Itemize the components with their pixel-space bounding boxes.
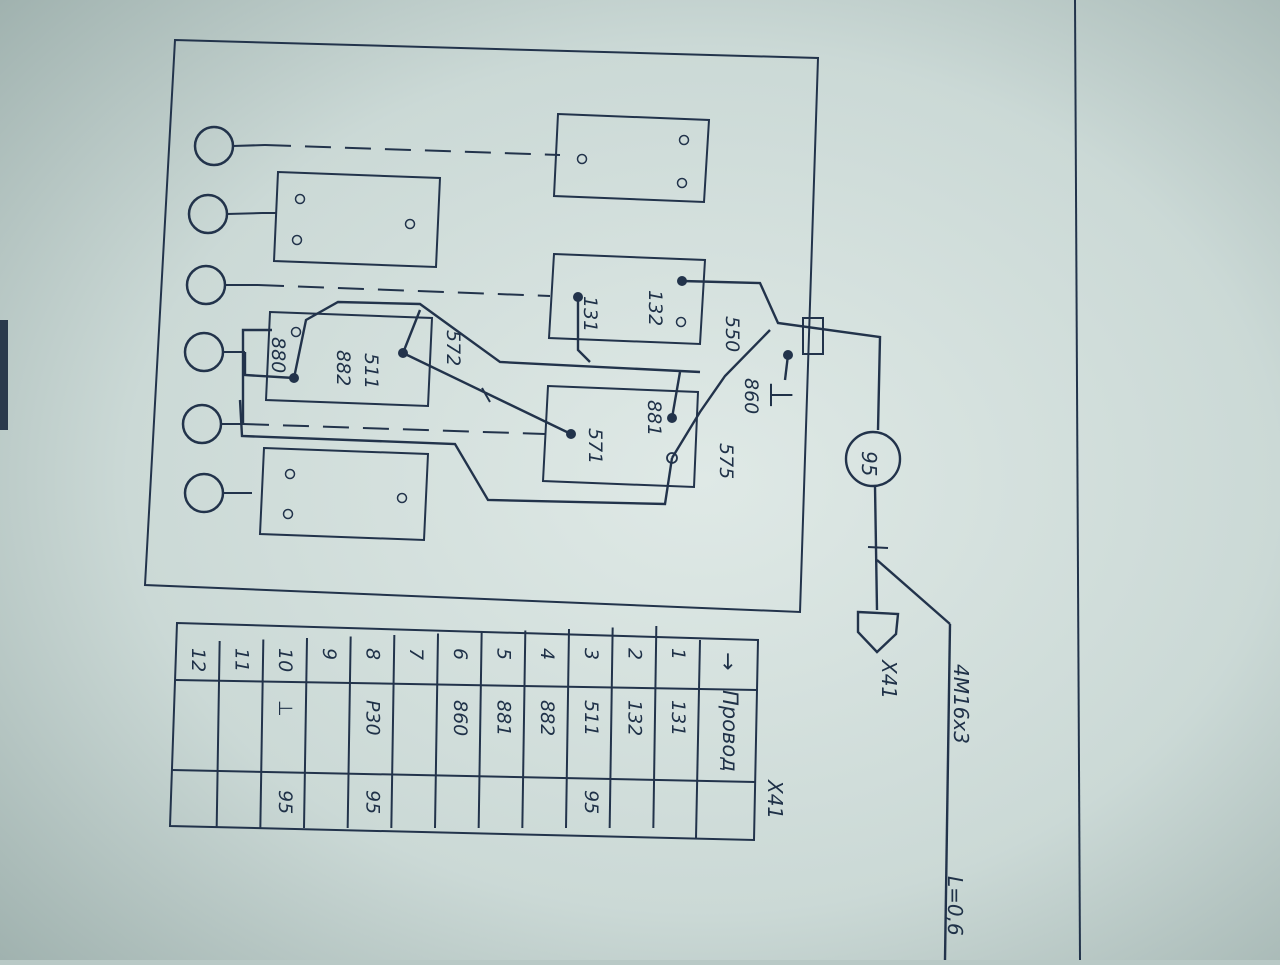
label-881: 881 [643,400,665,436]
table-row-divider [346,636,352,829]
table-cell-num: 5 [493,648,515,660]
table-cell-wire: 511 [580,700,602,736]
block-top [552,112,711,204]
connector-x41-symbol [856,610,900,654]
table-row-divider [521,630,527,829]
table-cell-wire: 131 [667,700,689,736]
block-mid-right [547,252,707,346]
label-860: 860 [740,378,762,414]
wire-ticks [481,387,889,549]
table-row-divider [259,639,265,829]
table-cell-cable: 95 [274,790,296,814]
block-bottom [258,446,430,542]
table-cell-wire: 860 [449,700,471,736]
block-middle [264,310,434,408]
connector-label: X41 [877,659,901,699]
table-cell-wire: Р30 [362,700,384,736]
table-row-divider [652,625,658,829]
table-cell-num: 9 [318,648,340,660]
table-row-divider [390,634,396,829]
label-571: 571 [584,428,606,464]
dashed-leaders [242,144,561,435]
table-row-divider [434,633,439,829]
panel-outline [143,38,820,614]
table-cell-num: 11 [231,648,253,672]
table-header-wire: Провод [718,690,742,772]
table-cell-num: 10 [274,648,296,672]
ground-symbol: ⊥ [762,381,800,409]
table-cell-num: 4 [536,648,558,660]
table-cell-wire: ⊥ [274,700,296,717]
table-title: X41 [763,779,787,819]
connectors [181,125,266,514]
table-cell-wire: 881 [493,700,515,736]
cable-run [856,485,952,961]
wiring [238,279,882,506]
cable-length: L=0,6 [943,876,967,936]
table-row-divider [608,627,614,829]
cable-spec: 4М16х3 [949,664,973,744]
table-row-divider [215,640,221,829]
cable-marker-circle [844,430,902,488]
frame-border-line [1074,0,1081,961]
table-row-divider [565,628,570,829]
label-511-middle: 511 [360,353,382,389]
label-572: 572 [442,330,464,366]
label-131: 131 [579,296,601,332]
table-cell-cable: 95 [362,790,384,814]
wire-labels: 550 132 131 572 511 882 880 860 881 575 … [267,290,762,479]
table-row-divider [303,637,308,829]
label-550: 550 [721,316,743,352]
label-132: 132 [644,290,666,326]
label-880: 880 [267,337,289,373]
label-882: 882 [332,350,354,386]
table-cell-num: 1 [667,648,689,660]
block-lower-right [541,384,700,489]
block-upper-left [272,170,442,269]
table-cell-num: 8 [362,648,384,660]
table-cell-num: 7 [405,648,427,660]
table-cell-num: 3 [580,648,602,660]
cable-marker-label: 95 [857,451,881,476]
table-cell-num: 12 [187,648,209,672]
table-cell-num: 2 [624,648,646,660]
table-cell-cable: 95 [580,790,602,814]
table-row-divider [477,631,483,829]
table-cell-wire: 132 [624,700,646,736]
table-header-arrow: → [715,652,740,670]
table-frame [168,621,760,842]
label-575: 575 [715,443,737,479]
cable-gland [802,317,824,355]
table-cell-wire: 882 [536,700,558,736]
edge-mark [0,320,8,430]
table-cell-num: 6 [449,648,471,660]
